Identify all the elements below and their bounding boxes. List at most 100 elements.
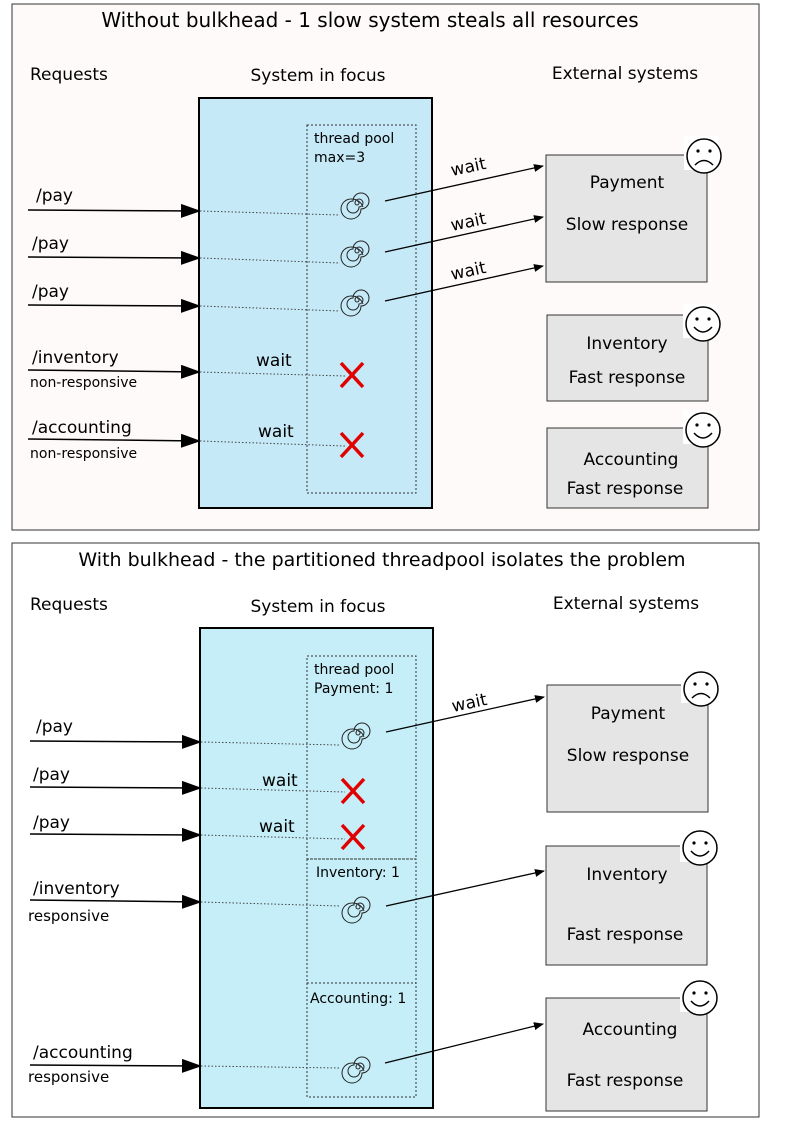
external-name: Payment	[590, 173, 665, 193]
external-box	[545, 997, 708, 1112]
wait-arrow	[385, 695, 545, 733]
external-accounting: Accounting Fast response	[545, 977, 718, 1112]
external-payment: Payment Slow response	[545, 135, 722, 283]
external-name: Inventory	[586, 334, 667, 354]
external-box	[546, 427, 709, 509]
thread-pool-max: max=3	[314, 150, 365, 166]
request-link	[200, 901, 341, 907]
external-inventory: Inventory Fast response	[545, 827, 718, 966]
request-arrow	[27, 433, 201, 448]
request-status: non-responsive	[30, 446, 137, 462]
requests-heading: Requests	[30, 595, 108, 615]
thread-pool-label: thread pool	[314, 131, 394, 147]
request-arrow	[27, 250, 201, 265]
system-box	[199, 627, 434, 1109]
request-arrow	[29, 827, 202, 842]
sad-face-icon	[683, 135, 722, 174]
request-link	[199, 305, 341, 312]
panel-without-bulkhead: Without bulkhead - 1 slow system steals …	[11, 3, 760, 531]
panel-with-bulkhead: With bulkhead - the partitioned threadpo…	[11, 542, 760, 1118]
request-path: /inventory	[32, 348, 119, 368]
external-heading: External systems	[553, 594, 699, 614]
request-status: responsive	[28, 907, 109, 925]
request-1: /pay	[29, 717, 341, 749]
request-arrow	[29, 780, 202, 795]
panel-title: With bulkhead - the partitioned threadpo…	[78, 549, 685, 571]
call-arrow	[384, 1022, 544, 1064]
happy-face-icon	[679, 827, 718, 866]
request-arrow	[27, 298, 201, 313]
request-link	[199, 257, 341, 264]
external-response: Fast response	[567, 925, 684, 945]
external-payment: Payment Slow response	[546, 668, 719, 813]
inventory-pool-box	[306, 858, 417, 984]
request-arrow	[29, 1058, 202, 1073]
request-status: responsive	[28, 1068, 109, 1086]
request-path: /accounting	[33, 1043, 133, 1063]
accounting-pool-box	[306, 982, 417, 1098]
wait-arrow	[384, 215, 544, 253]
request-path: /pay	[36, 186, 73, 206]
happy-face-icon	[682, 409, 721, 448]
request-path: /pay	[33, 813, 70, 833]
request-arrow	[29, 734, 202, 749]
panel-title: Without bulkhead - 1 slow system steals …	[101, 8, 638, 32]
thread-pool-box	[306, 124, 417, 494]
happy-face-icon	[682, 303, 721, 342]
request-link	[199, 210, 341, 216]
request-path: /pay	[32, 234, 69, 254]
wait-label: wait	[256, 351, 292, 371]
external-box	[545, 154, 708, 283]
payment-pool-label: thread pool	[314, 662, 394, 678]
request-path: /pay	[33, 765, 70, 785]
wait-arrow	[384, 164, 544, 202]
system-box	[198, 97, 433, 509]
external-response: Fast response	[567, 479, 684, 499]
request-arrow	[27, 203, 201, 218]
external-response: Slow response	[567, 746, 689, 766]
request-1: /pay	[27, 186, 341, 218]
external-name: Accounting	[584, 450, 679, 470]
external-box	[545, 845, 708, 966]
inventory-pool-label: Inventory: 1	[316, 865, 400, 881]
external-box	[546, 684, 709, 813]
happy-face-icon	[679, 977, 718, 1016]
external-heading: External systems	[552, 64, 698, 84]
external-response: Slow response	[566, 215, 688, 235]
external-response: Fast response	[569, 368, 686, 388]
accounting-pool-label: Accounting: 1	[310, 991, 406, 1007]
external-name: Payment	[591, 704, 666, 724]
requests-heading: Requests	[30, 65, 108, 85]
sad-face-icon	[680, 668, 719, 707]
request-path: /inventory	[33, 879, 120, 899]
wait-arrow	[384, 264, 544, 302]
request-link	[200, 787, 346, 793]
request-2: /pay	[27, 234, 341, 265]
wait-label: wait	[259, 817, 295, 837]
external-response: Fast response	[567, 1071, 684, 1091]
request-link	[200, 834, 346, 840]
payment-pool-size: Payment: 1	[314, 681, 393, 697]
external-accounting: Accounting Fast response	[546, 409, 721, 509]
request-3: /pay	[27, 282, 341, 313]
system-heading: System in focus	[250, 66, 385, 86]
request-arrow	[29, 894, 202, 909]
request-arrow	[27, 364, 201, 379]
request-link	[200, 741, 341, 746]
wait-label: wait	[258, 422, 294, 442]
external-name: Inventory	[586, 865, 667, 885]
request-5: /accounting non-responsive	[27, 418, 346, 462]
request-path: /pay	[32, 282, 69, 302]
request-5: /accounting responsive	[28, 1043, 341, 1086]
wait-label: wait	[262, 771, 298, 791]
request-4: /inventory responsive	[28, 879, 341, 925]
request-4: /inventory non-responsive	[27, 348, 346, 391]
request-path: /pay	[36, 717, 73, 737]
request-2: /pay	[29, 765, 346, 795]
request-status: non-responsive	[30, 375, 137, 391]
external-inventory: Inventory Fast response	[546, 303, 721, 402]
external-box	[546, 314, 709, 402]
request-link	[200, 1065, 341, 1069]
call-arrow	[385, 869, 545, 907]
